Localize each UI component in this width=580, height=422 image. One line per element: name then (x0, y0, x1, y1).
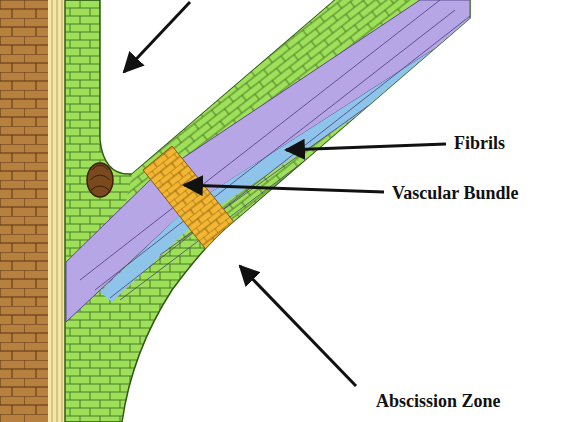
abscission-zone (143, 146, 234, 252)
part-label: Abscission Zone (376, 392, 501, 410)
part-label: Vascular Bundle (392, 184, 519, 202)
leader-arrow (184, 185, 384, 192)
green-tissue (65, 0, 470, 422)
leader-arrow (124, 2, 190, 72)
bark (0, 0, 48, 422)
axillary-bud (87, 163, 113, 197)
part-label: Fibrils (454, 134, 505, 152)
leader-arrow (240, 266, 356, 386)
bud-scales (90, 165, 110, 190)
xylem-lines (52, 0, 62, 422)
leader-arrow (286, 144, 446, 150)
vascular-bundle (66, 0, 470, 322)
fibril-lines (80, 0, 470, 300)
xylem-stripe (48, 0, 66, 422)
phloem-strip (100, 26, 470, 302)
